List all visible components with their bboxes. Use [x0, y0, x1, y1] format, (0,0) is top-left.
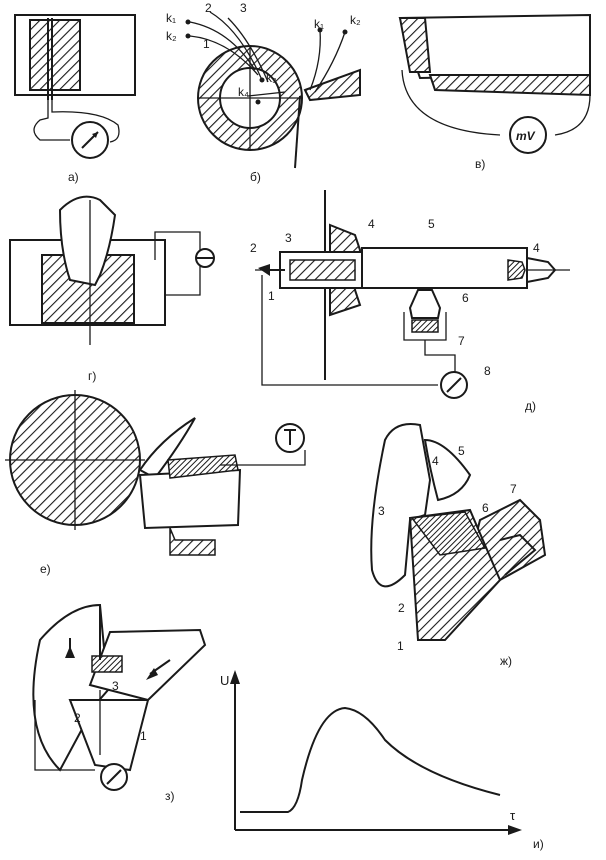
- label-d-6: 6: [462, 291, 469, 305]
- chip-zh: [423, 438, 472, 502]
- label-d-1: 1: [268, 289, 275, 303]
- label-k3: k₃: [266, 71, 277, 85]
- label-zh-1: 1: [397, 639, 404, 653]
- shaft-5: [361, 247, 528, 289]
- caption-v: в): [475, 157, 485, 171]
- label-zh-6: 6: [482, 501, 489, 515]
- label-k1-right: k₁: [314, 17, 324, 31]
- axis-label-tau: τ: [510, 808, 516, 823]
- tool-body: [138, 468, 242, 530]
- caption-d: д): [525, 399, 536, 413]
- label-z-1: 1: [140, 729, 147, 743]
- axis-label-u: U: [220, 673, 229, 688]
- label-k2-left: k₂: [166, 29, 177, 43]
- top-plane-z: [88, 628, 207, 702]
- insert-6: [410, 511, 487, 556]
- panel-z: 3 2 1 з): [32, 603, 207, 803]
- caption-z: з): [165, 789, 175, 803]
- caption-zh: ж): [500, 654, 512, 668]
- hatched-insert: [29, 19, 81, 91]
- tip-4: [507, 259, 526, 281]
- panel-g: г): [9, 195, 215, 383]
- label-d-4b: 4: [533, 241, 540, 255]
- inner-tube: [289, 259, 356, 281]
- tool-edge-hatched: [398, 17, 432, 73]
- meter-label-mv: mV: [516, 129, 536, 143]
- tool-insert-hatched: [167, 454, 239, 479]
- label-k2-right: k₂: [350, 13, 361, 27]
- workpiece-rough: [370, 423, 432, 588]
- workpiece-surface: [303, 68, 361, 102]
- label-d-5: 5: [428, 217, 435, 231]
- label-zh-2: 2: [398, 601, 405, 615]
- signal-curve: [240, 706, 501, 813]
- label-k1-left: k₁: [166, 11, 176, 25]
- caption-g: г): [88, 369, 96, 383]
- caption-i: и): [533, 837, 544, 851]
- millivoltmeter-icon: [509, 116, 547, 154]
- drill-tool: [58, 195, 117, 287]
- label-zh-3: 3: [378, 504, 385, 518]
- panel-e: е): [5, 390, 306, 576]
- label-zh-7: 7: [510, 482, 517, 496]
- caption-b: б): [250, 170, 261, 184]
- brush-block-7: [411, 319, 439, 333]
- caption-a: а): [68, 170, 79, 184]
- label-1: 1: [203, 37, 210, 51]
- panel-a: а): [14, 14, 136, 184]
- label-k4: k₄: [238, 85, 249, 99]
- label-z-3: 3: [112, 679, 119, 693]
- panel-i: U τ и): [220, 670, 544, 851]
- brush-holder-6: [408, 289, 442, 319]
- label-d-3: 3: [285, 231, 292, 245]
- label-d-4: 4: [368, 217, 375, 231]
- panel-b: k₁ k₂ 2 3 1 k₃ k₄ k₁ k₂ б): [166, 1, 361, 184]
- wedge-z: [68, 699, 150, 772]
- caption-e: е): [40, 562, 51, 576]
- label-d-8: 8: [484, 364, 491, 378]
- panel-d: 2 3 1 4 5 4 6 7 8 д): [250, 190, 570, 413]
- label-d-2: 2: [250, 241, 257, 255]
- label-zh-5: 5: [458, 444, 465, 458]
- thermocouple-block: [91, 655, 123, 673]
- support-base: [169, 527, 216, 556]
- label-2: 2: [205, 1, 212, 15]
- lower-hatched-strip: [428, 74, 591, 97]
- label-3: 3: [240, 1, 247, 15]
- chip: [138, 417, 196, 480]
- label-zh-4: 4: [432, 454, 439, 468]
- panel-zh: 3 4 5 6 7 2 1 ж): [370, 423, 547, 668]
- label-d-7: 7: [458, 334, 465, 348]
- panel-v: mV в): [398, 13, 591, 171]
- label-z-2: 2: [74, 711, 81, 725]
